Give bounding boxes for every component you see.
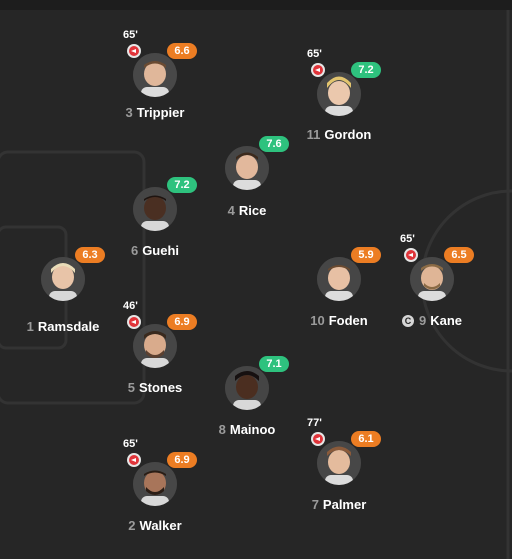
player-rating: 7.1 — [259, 356, 289, 372]
player-photo — [133, 53, 177, 97]
substitution-minute: 65' — [123, 29, 138, 41]
player-rating: 6.5 — [444, 247, 474, 263]
player-rating: 7.2 — [351, 62, 381, 78]
player-rating: 5.9 — [351, 247, 381, 263]
substitution-minute: 77' — [307, 417, 322, 429]
substitution-minute: 46' — [123, 300, 138, 312]
top-bar — [0, 0, 512, 10]
substitution-out-icon — [127, 315, 141, 329]
player-photo — [133, 462, 177, 506]
player-rating: 6.1 — [351, 431, 381, 447]
player-rating: 6.9 — [167, 314, 197, 330]
player-photo — [317, 72, 361, 116]
player-photo — [133, 324, 177, 368]
substitution-out-icon — [311, 432, 325, 446]
player-rating: 7.2 — [167, 177, 197, 193]
player-rating: 6.3 — [75, 247, 105, 263]
player-photo — [225, 366, 269, 410]
player-photo — [225, 146, 269, 190]
substitution-minute: 65' — [307, 48, 322, 60]
player-rating: 6.9 — [167, 452, 197, 468]
player-photo — [410, 257, 454, 301]
substitution-out-icon — [127, 44, 141, 58]
substitution-out-icon — [404, 248, 418, 262]
player-photo — [317, 441, 361, 485]
player-photo — [133, 187, 177, 231]
substitution-out-icon — [127, 453, 141, 467]
substitution-minute: 65' — [400, 233, 415, 245]
player-rating: 6.6 — [167, 43, 197, 59]
penalty-area — [0, 150, 146, 405]
substitution-out-icon — [311, 63, 325, 77]
substitution-minute: 65' — [123, 438, 138, 450]
captain-icon: C — [401, 315, 414, 327]
player-photo — [317, 257, 361, 301]
player-rating: 7.6 — [259, 136, 289, 152]
player-photo — [41, 257, 85, 301]
